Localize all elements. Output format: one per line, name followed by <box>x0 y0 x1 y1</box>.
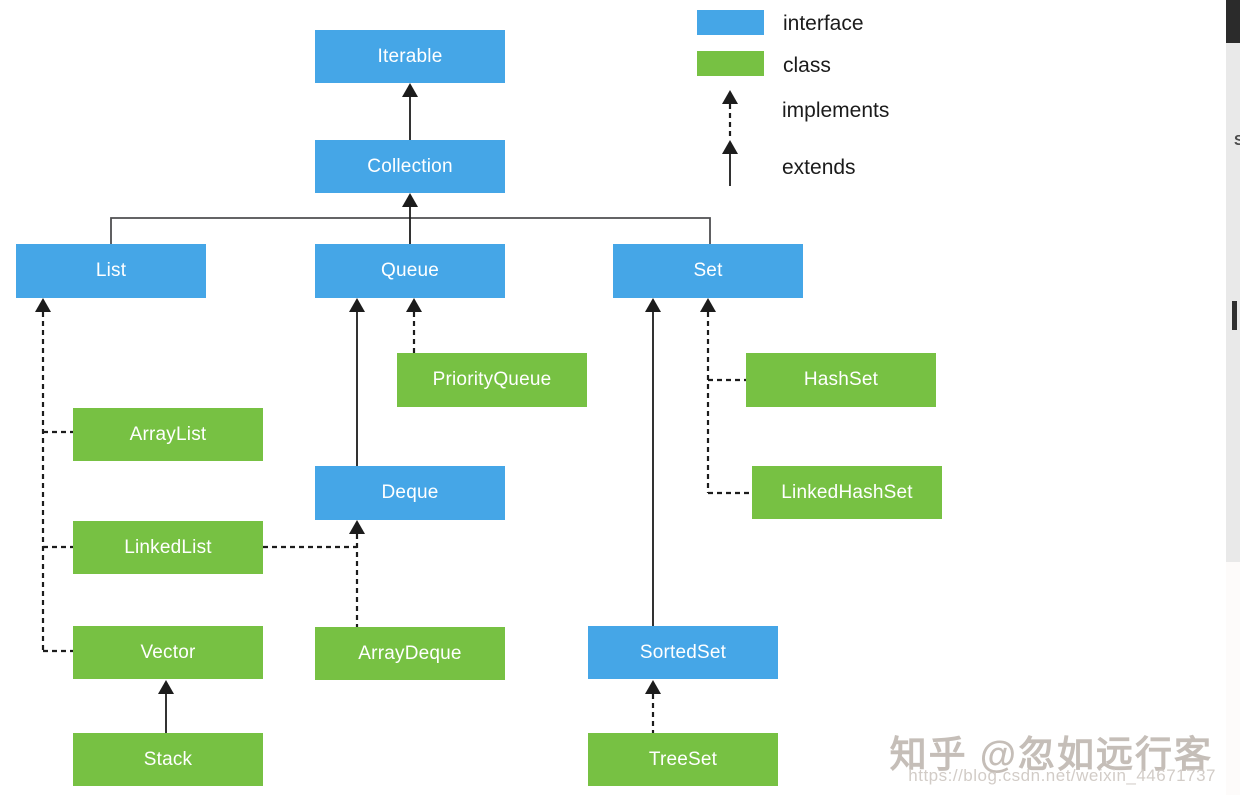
node-linkedlist: LinkedList <box>73 521 263 574</box>
node-queue: Queue <box>315 244 505 298</box>
node-list: List <box>16 244 206 298</box>
legend-class-swatch <box>697 51 764 76</box>
node-treeset: TreeSet <box>588 733 778 786</box>
arrowhead-queue-extends-collection <box>402 193 418 207</box>
arrowhead-treeset-implements-sortedset <box>645 680 661 694</box>
node-deque: Deque <box>315 466 505 520</box>
right-edge-fragment[interactable] <box>1232 301 1237 330</box>
right-edge-panel: S <box>1226 0 1240 795</box>
watermark-title: 知乎 @忽如远行客 <box>889 734 1213 775</box>
node-collection: Collection <box>315 140 505 193</box>
node-arraylist: ArrayList <box>73 408 263 461</box>
node-stack: Stack <box>73 733 263 786</box>
right-edge-header <box>1226 0 1240 43</box>
legend-interface-swatch <box>697 10 764 35</box>
legend-extends-label: extends <box>782 156 856 179</box>
node-priorityqueue: PriorityQueue <box>397 353 587 407</box>
arrowhead-sortedset-extends-set <box>645 298 661 312</box>
node-iterable: Iterable <box>315 30 505 83</box>
arrowhead-legend-implements-arrow <box>722 90 738 104</box>
arrowhead-priorityqueue-implements-queue <box>406 298 422 312</box>
legend-implements-label: implements <box>782 99 890 122</box>
right-edge-clipped-text: S <box>1234 133 1240 149</box>
arrowhead-list-implementors-spine <box>35 298 51 312</box>
node-linkedhashset: LinkedHashSet <box>752 466 942 519</box>
node-hashset: HashSet <box>746 353 936 407</box>
arrowhead-deque-extends-queue <box>349 298 365 312</box>
node-vector: Vector <box>73 626 263 679</box>
node-sortedset: SortedSet <box>588 626 778 679</box>
legend-class-label: class <box>783 54 831 77</box>
arrowhead-set-implementors-spine <box>700 298 716 312</box>
arrowhead-stack-extends-vector <box>158 680 174 694</box>
node-set: Set <box>613 244 803 298</box>
arrowhead-legend-extends-arrow <box>722 140 738 154</box>
arrowhead-deque-implementors-spine <box>349 520 365 534</box>
watermark-url: https://blog.csdn.net/weixin_44671737 <box>908 766 1216 785</box>
node-arraydeque: ArrayDeque <box>315 627 505 680</box>
right-edge-body: S <box>1226 43 1240 562</box>
arrowhead-collection-extends-iterable <box>402 83 418 97</box>
legend-interface-label: interface <box>783 12 864 35</box>
